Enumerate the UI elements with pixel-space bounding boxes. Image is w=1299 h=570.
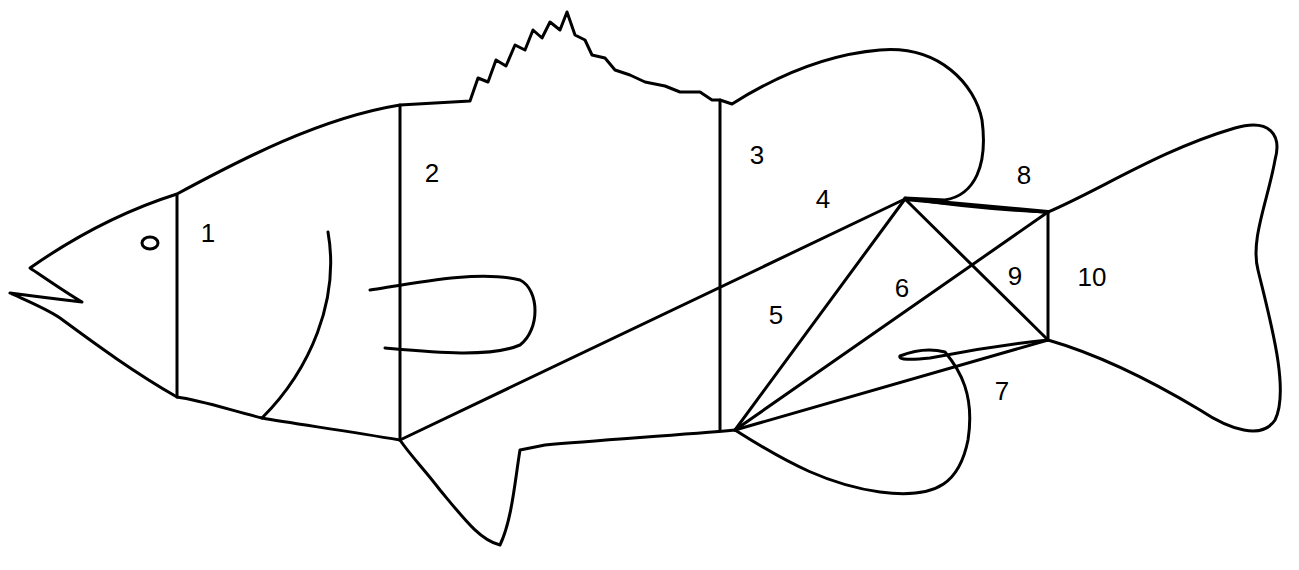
pectoral-fin bbox=[370, 276, 535, 353]
callout-number: 4 bbox=[816, 186, 830, 212]
callout-number: 5 bbox=[769, 302, 783, 328]
measure-line bbox=[735, 340, 1048, 430]
callout-number: 9 bbox=[1008, 263, 1022, 289]
callout-number: 3 bbox=[750, 142, 764, 168]
callout-number: 2 bbox=[425, 160, 439, 186]
measure-line bbox=[399, 105, 402, 440]
gill-cover bbox=[262, 232, 331, 418]
callout-number: 8 bbox=[1017, 162, 1031, 188]
measure-line bbox=[719, 100, 722, 430]
measure-line bbox=[735, 212, 1048, 430]
callout-number: 1 bbox=[201, 220, 215, 246]
callout-number: 10 bbox=[1078, 264, 1107, 290]
measure-line bbox=[176, 195, 179, 397]
callout-number: 6 bbox=[895, 275, 909, 301]
fish-outline bbox=[10, 12, 1280, 545]
measure-line bbox=[905, 199, 1048, 212]
measure-line bbox=[1047, 212, 1050, 340]
callout-number: 7 bbox=[995, 378, 1009, 404]
fish-eye bbox=[142, 237, 158, 249]
measure-line bbox=[905, 199, 1048, 340]
measure-line bbox=[735, 199, 905, 430]
